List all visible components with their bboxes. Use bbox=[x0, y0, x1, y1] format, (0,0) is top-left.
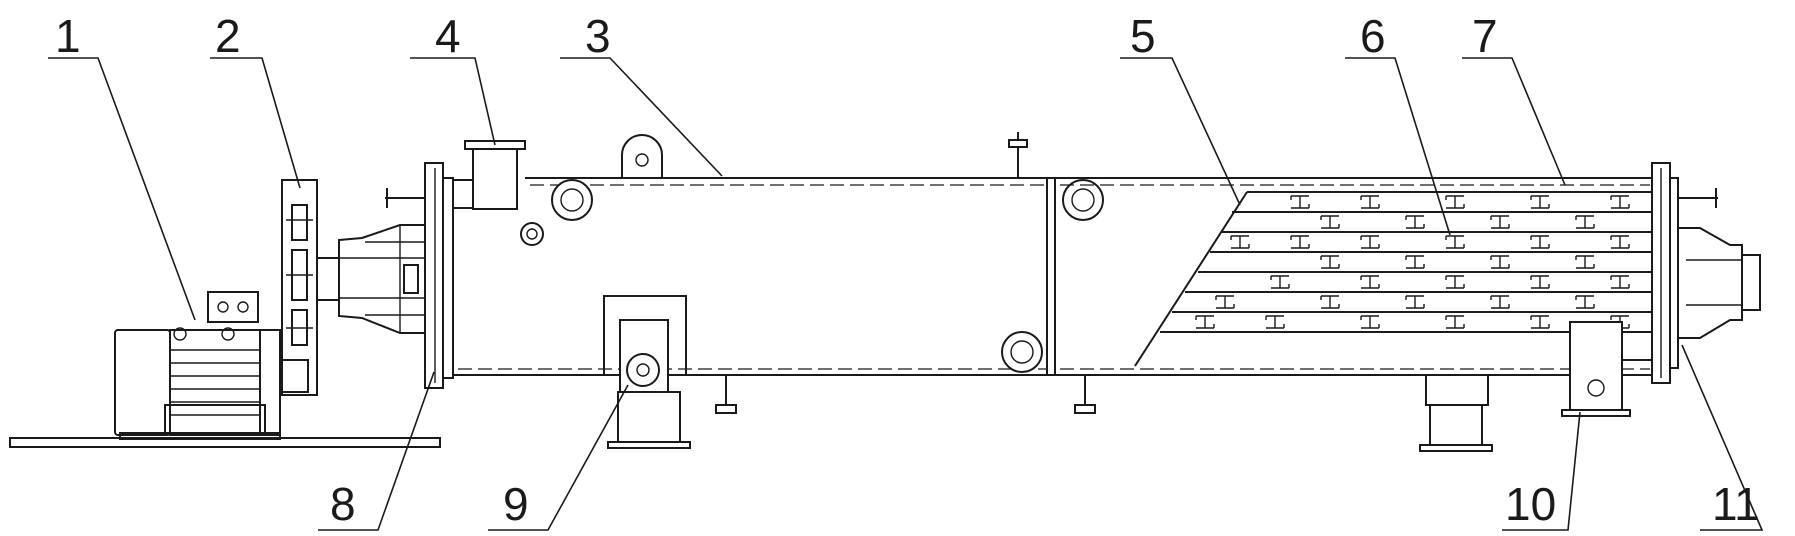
spacer-mark bbox=[1610, 235, 1630, 249]
spacer-mark bbox=[1530, 235, 1550, 249]
callout-labels: 1 2 4 3 5 6 7 8 9 10 11 bbox=[55, 10, 1760, 530]
spacer-mark bbox=[1405, 255, 1425, 269]
lifting-lug bbox=[621, 134, 663, 179]
callout-2: 2 bbox=[215, 10, 241, 62]
spacer-mark bbox=[1610, 275, 1630, 289]
spacer-mark bbox=[1445, 315, 1465, 329]
inlet-pipe bbox=[453, 140, 526, 210]
small-feet bbox=[715, 375, 1096, 414]
right-end-flange bbox=[1622, 162, 1761, 384]
callout-3: 3 bbox=[585, 10, 611, 62]
spacer-mark bbox=[1575, 215, 1595, 229]
spacer-mark bbox=[1360, 195, 1380, 209]
callout-5: 5 bbox=[1130, 10, 1156, 62]
right-support bbox=[1419, 321, 1631, 452]
spacer-mark bbox=[1215, 295, 1235, 309]
callout-6: 6 bbox=[1360, 10, 1386, 62]
callout-11: 11 bbox=[1712, 478, 1760, 530]
spacer-mark bbox=[1290, 235, 1310, 249]
spacer-mark bbox=[1490, 255, 1510, 269]
spacer-mark bbox=[1530, 275, 1550, 289]
spacer-mark bbox=[1230, 235, 1250, 249]
spacer-mark bbox=[1360, 315, 1380, 329]
spacer-mark bbox=[1360, 235, 1380, 249]
callout-9: 9 bbox=[503, 478, 529, 530]
spacer-mark bbox=[1320, 255, 1340, 269]
port-flanges bbox=[520, 179, 1104, 373]
coupling bbox=[281, 179, 340, 396]
callout-7: 7 bbox=[1472, 10, 1498, 62]
left-bearing-bracket bbox=[338, 188, 426, 334]
spacer-mark bbox=[1320, 295, 1340, 309]
spacer-mark bbox=[1290, 195, 1310, 209]
tube-spacers bbox=[1195, 195, 1630, 329]
spacer-mark bbox=[1405, 215, 1425, 229]
spacer-mark bbox=[1490, 295, 1510, 309]
spacer-mark bbox=[1445, 235, 1465, 249]
spacer-mark bbox=[1445, 195, 1465, 209]
spacer-mark bbox=[1320, 215, 1340, 229]
left-end-flange bbox=[424, 162, 454, 389]
spacer-mark bbox=[1360, 275, 1380, 289]
spacer-mark bbox=[1610, 195, 1630, 209]
spacer-mark bbox=[1270, 275, 1290, 289]
spacer-mark bbox=[1445, 275, 1465, 289]
spacer-mark bbox=[1530, 315, 1550, 329]
center-joint bbox=[1046, 177, 1056, 376]
spacer-mark bbox=[1575, 255, 1595, 269]
callout-1: 1 bbox=[55, 10, 81, 62]
callout-10: 10 bbox=[1505, 478, 1556, 530]
spacer-mark bbox=[1405, 295, 1425, 309]
motor bbox=[114, 291, 309, 440]
spacer-mark bbox=[1575, 295, 1595, 309]
spacer-mark bbox=[1195, 315, 1215, 329]
left-support bbox=[603, 295, 691, 449]
callout-4: 4 bbox=[435, 10, 461, 62]
shell-left-section bbox=[452, 177, 1050, 376]
spacer-mark bbox=[1490, 215, 1510, 229]
leader-lines bbox=[48, 57, 1764, 531]
callout-8: 8 bbox=[330, 478, 356, 530]
top-valve bbox=[1008, 132, 1028, 178]
spacer-mark bbox=[1265, 315, 1285, 329]
shell-right-section bbox=[1055, 177, 1656, 376]
spacer-mark bbox=[1530, 195, 1550, 209]
